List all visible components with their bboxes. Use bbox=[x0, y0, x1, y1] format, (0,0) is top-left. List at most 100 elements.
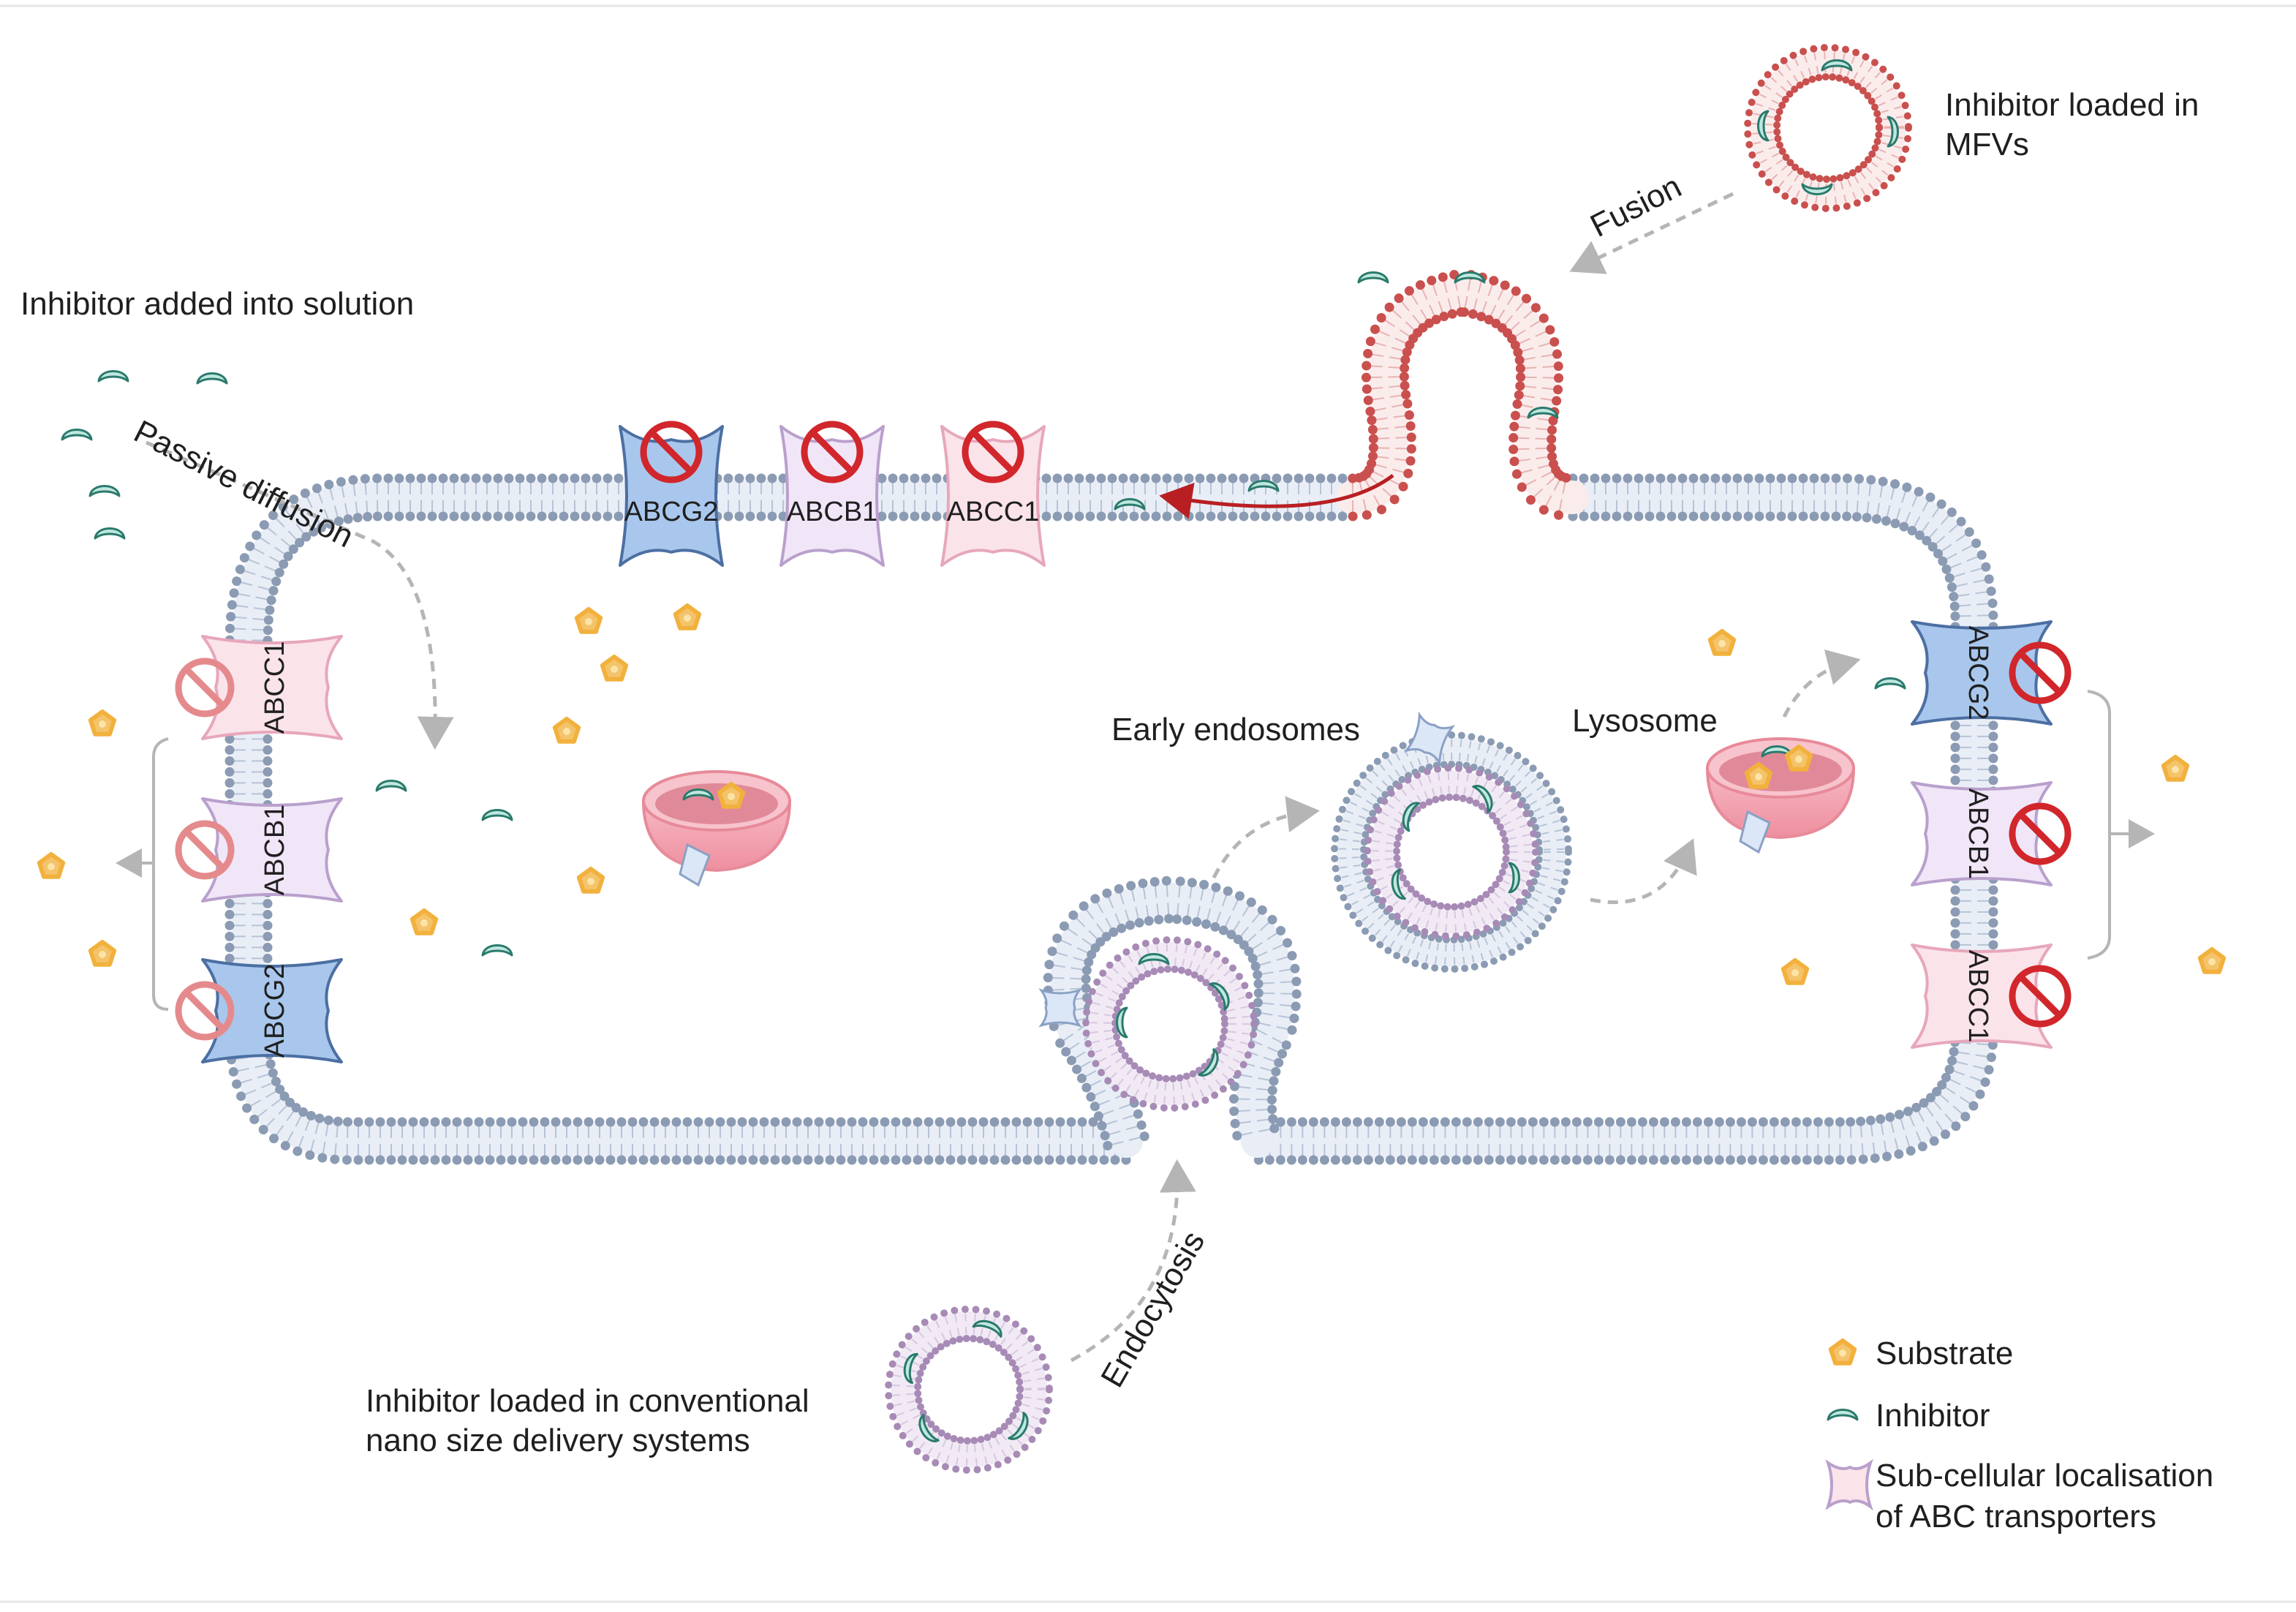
inhibitor-molecule bbox=[94, 527, 126, 540]
endocytosis-label: Endocytosis bbox=[1094, 1225, 1212, 1393]
inhibitor-molecule bbox=[1827, 1409, 1859, 1421]
substrate-legend-icon bbox=[1828, 1338, 1857, 1366]
conventional-label-line1: Inhibitor loaded in conventional bbox=[366, 1383, 809, 1419]
transporter-left-label-2: ABCB1 bbox=[260, 805, 290, 896]
transporter-left-abcc1 bbox=[201, 635, 343, 740]
substrate-molecule bbox=[673, 603, 702, 630]
inhibitor-molecule bbox=[1472, 785, 1493, 813]
legend-localisation-line2: of ABC transporters bbox=[1876, 1499, 2156, 1534]
inhibitor-molecule bbox=[972, 1319, 1002, 1338]
inhibitor-molecule bbox=[1508, 862, 1520, 894]
inhibitor-molecule bbox=[61, 429, 93, 441]
pocket-transporter bbox=[1038, 988, 1082, 1028]
mfv-vesicle-band bbox=[1749, 50, 1906, 206]
inhibitor-molecule bbox=[1402, 802, 1420, 832]
inhibitor-molecule bbox=[1391, 868, 1406, 900]
substrate-molecule bbox=[2161, 755, 2190, 782]
lysosome-release-arrow bbox=[1782, 649, 1861, 718]
substrate-molecule bbox=[409, 908, 439, 935]
substrate-molecule bbox=[1780, 958, 1810, 985]
inhibitor-molecule bbox=[682, 788, 714, 801]
lysosome-bowl-right bbox=[1705, 737, 1856, 854]
substrate-molecule bbox=[717, 782, 746, 809]
early-endosome-outer-band bbox=[1336, 737, 1566, 967]
inhibition-sign-top-abcg2 bbox=[640, 421, 703, 483]
inhibition-sign-right-abcc1 bbox=[2009, 965, 2072, 1028]
endocytosis-arrow bbox=[1070, 1159, 1196, 1363]
transporter-top-label-1: ABCG2 bbox=[624, 497, 719, 527]
transporter-top-abcg2 bbox=[619, 425, 724, 567]
inhibitor-solution-label: Inhibitor added into solution bbox=[20, 286, 414, 322]
inhibitor-molecule bbox=[1801, 183, 1833, 195]
inhibitor-molecule bbox=[1757, 110, 1770, 142]
lysosome-label: Lysosome bbox=[1572, 703, 1718, 739]
particles bbox=[37, 59, 2227, 1442]
inhibitor-molecule bbox=[1821, 59, 1853, 72]
endosome-transporter bbox=[1403, 711, 1456, 767]
legend-inhibitor-label: Inhibitor bbox=[1876, 1398, 1990, 1434]
substrate-molecule bbox=[576, 867, 605, 894]
inhibitor-molecule bbox=[196, 372, 228, 385]
early-endosome-inner-band bbox=[1369, 770, 1533, 934]
early-endosomes-label: Early endosomes bbox=[1111, 712, 1360, 747]
inhibition-sign-right-abcb1 bbox=[2009, 802, 2072, 865]
conventional-vesicle-band bbox=[890, 1311, 1047, 1468]
inhibitor-molecule bbox=[88, 485, 121, 497]
bowl-transporter-right bbox=[1739, 810, 1771, 854]
transporter-top-abcb1 bbox=[779, 425, 885, 567]
arrows bbox=[116, 192, 2155, 1363]
endocytosed-vesicle-band bbox=[1087, 942, 1252, 1106]
mfv-label-line1: Inhibitor loaded in bbox=[1945, 87, 2199, 123]
inhibitor-molecule bbox=[1209, 982, 1230, 1011]
inhibitor-molecule bbox=[1247, 480, 1280, 492]
inhibitor-molecule bbox=[1138, 953, 1170, 965]
inhibition-sign-left-abcc1 bbox=[175, 658, 235, 718]
inhibition-sign-left-abcg2 bbox=[175, 981, 235, 1041]
inhibitor-molecule bbox=[1454, 271, 1486, 284]
substrate-molecule bbox=[2197, 947, 2227, 974]
transporter-top-label-3: ABCC1 bbox=[947, 497, 1040, 527]
inhibitor-molecule bbox=[97, 370, 129, 383]
substrate-molecule bbox=[88, 940, 117, 967]
transporter-legend-icon bbox=[1825, 1458, 1873, 1511]
inhibitor-molecule bbox=[1887, 116, 1899, 148]
left-efflux-bracket bbox=[152, 737, 169, 1011]
mfv-label-line2: MFVs bbox=[1945, 127, 2029, 162]
substrate-molecule bbox=[574, 607, 603, 634]
endosome-arrow bbox=[1212, 796, 1320, 879]
legend: Substrate Inhibitor Sub-cellular localis… bbox=[1825, 1336, 2213, 1534]
inhibitor-molecule bbox=[1357, 271, 1389, 284]
fusion-arrow bbox=[1569, 192, 1734, 274]
lysosome-arrow bbox=[1590, 838, 1697, 905]
legend-transporter-shape bbox=[1825, 1458, 1873, 1511]
inhibition-sign-top-abcc1 bbox=[962, 421, 1024, 483]
inhibition-sign-top-abcb1 bbox=[801, 421, 864, 483]
substrate-molecule bbox=[552, 717, 581, 744]
inhibition-sign-left-abcb1 bbox=[175, 820, 235, 880]
inhibitor-molecule bbox=[481, 809, 513, 821]
legend-localisation-line1: Sub-cellular localisation bbox=[1876, 1458, 2213, 1494]
transporter-left-abcg2 bbox=[201, 958, 343, 1063]
inhibitor-molecule bbox=[1008, 1412, 1029, 1440]
substrate-molecule bbox=[88, 709, 117, 737]
inhibitor-molecule bbox=[918, 1414, 940, 1442]
bowl-transporter-left bbox=[679, 843, 711, 887]
substrate-molecule bbox=[600, 655, 629, 682]
substrate-molecule bbox=[37, 852, 66, 879]
right-efflux-bracket bbox=[2087, 690, 2111, 960]
substrate-molecule bbox=[1707, 629, 1737, 656]
transporter-right-abcc1 bbox=[1911, 944, 2053, 1049]
endocytosis-bilayer bbox=[1043, 875, 1302, 1158]
legend-substrate-label: Substrate bbox=[1876, 1336, 2013, 1371]
transporter-left-label-3: ABCG2 bbox=[260, 964, 290, 1058]
endocytosis-pocket bbox=[1043, 875, 1302, 1158]
fusion-bilayer-band bbox=[1336, 275, 1589, 514]
transporter-right-abcb1 bbox=[1911, 781, 2053, 886]
transporter-top-label-2: ABCB1 bbox=[787, 497, 878, 527]
inhibitor-molecule bbox=[481, 944, 513, 957]
transporter-top-abcc1 bbox=[940, 425, 1046, 567]
substrate-molecule bbox=[1744, 762, 1773, 789]
early-endosome-outer bbox=[1331, 731, 1572, 973]
substrate-molecule bbox=[1828, 1338, 1857, 1366]
